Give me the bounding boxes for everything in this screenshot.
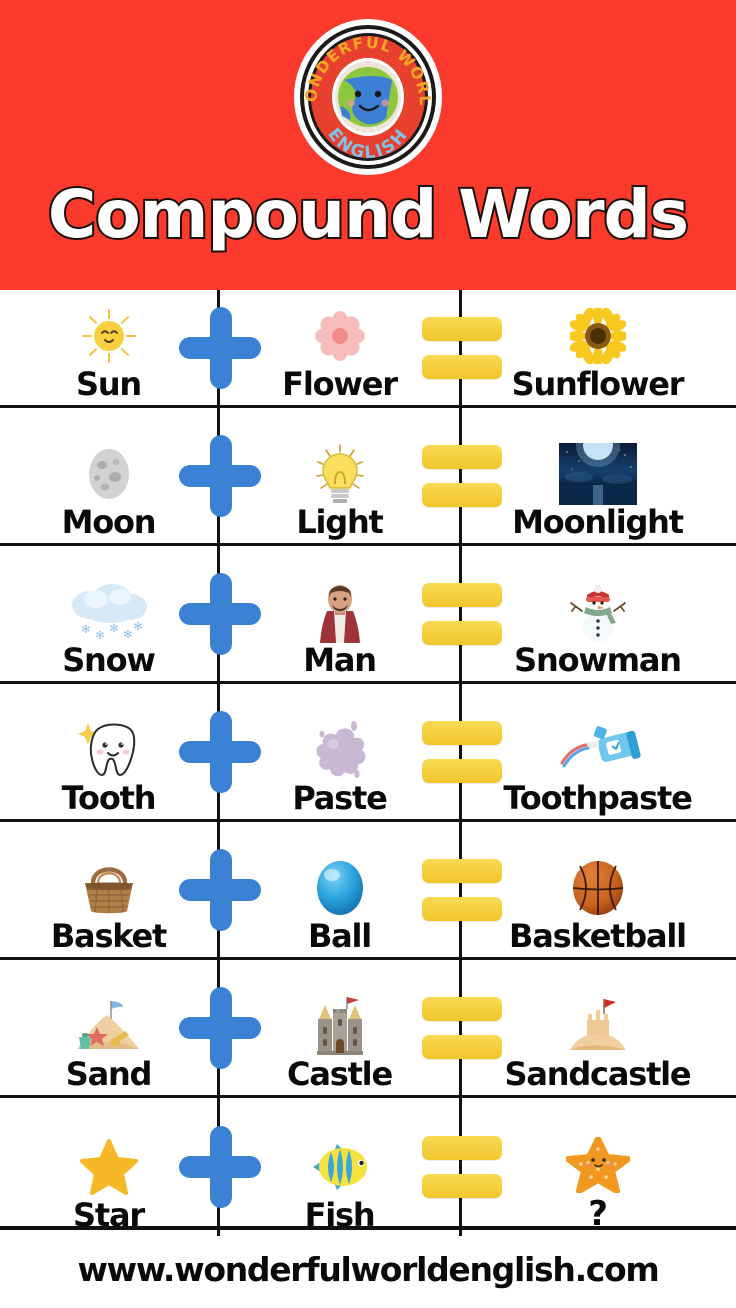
word-cell-c: Basketball	[462, 822, 733, 957]
snowman-icon	[568, 581, 628, 643]
word-label: Sun	[75, 365, 142, 404]
svg-text:✻: ✻	[123, 628, 132, 641]
word-label: Sandcastle	[504, 1055, 692, 1094]
equals-icon	[422, 996, 502, 1059]
table-row: Moon	[0, 408, 736, 546]
equals-icon	[422, 444, 502, 507]
svg-text:✻: ✻	[109, 622, 118, 635]
word-label: Fish	[304, 1196, 376, 1235]
equals-icon	[422, 316, 502, 379]
word-label: Ball	[307, 917, 372, 956]
table-row: Star Fish	[0, 1098, 736, 1236]
word-label: Man	[303, 641, 377, 680]
plus-icon	[179, 306, 261, 389]
table-row: Sun	[0, 290, 736, 408]
word-label: Star	[73, 1196, 145, 1235]
plus-icon	[179, 710, 261, 793]
word-label: Basket	[50, 917, 167, 956]
word-cell-c: Toothpaste	[462, 684, 733, 819]
flower-icon	[313, 305, 367, 367]
moonlight-photo-icon	[558, 443, 637, 506]
word-label: ?	[588, 1194, 608, 1235]
plus-icon	[179, 986, 261, 1069]
table-row: Sand	[0, 960, 736, 1098]
sunflower-icon	[569, 305, 626, 367]
svg-text:✻: ✻	[133, 620, 142, 633]
sand-pile-icon	[73, 995, 145, 1057]
basketball-icon	[570, 857, 626, 919]
word-label: Moonlight	[512, 503, 684, 542]
plus-icon	[179, 434, 261, 517]
castle-icon	[309, 995, 371, 1057]
word-cell-b: Fish	[220, 1098, 462, 1236]
blue-ball-icon	[313, 857, 367, 919]
table-row: Basket	[0, 822, 736, 960]
man-icon	[315, 581, 365, 644]
word-cell-b: Man	[220, 546, 462, 681]
tooth-icon	[77, 719, 140, 781]
word-label: Toothpaste	[503, 779, 692, 818]
equals-icon	[422, 858, 502, 921]
moon-icon	[83, 443, 135, 505]
paste-splat-icon	[309, 719, 371, 781]
word-cell-b: Ball	[220, 822, 462, 957]
toothpaste-tube-icon	[555, 719, 641, 781]
svg-text:✻: ✻	[95, 629, 104, 641]
lightbulb-icon	[314, 443, 366, 505]
word-cell-c: Sunflower	[462, 290, 733, 405]
table-row: ✻✻ ✻✻ ✻ Snow	[0, 546, 736, 684]
sandcastle-icon	[566, 995, 630, 1057]
word-cell-b: Castle	[220, 960, 462, 1095]
svg-text:✻: ✻	[81, 623, 90, 636]
website-url: www.wonderfulworldenglish.com	[77, 1249, 659, 1289]
table-row: Tooth Paste	[0, 684, 736, 822]
word-label: Light	[296, 503, 384, 542]
word-cell-b: Flower	[220, 290, 462, 405]
word-label: Flower	[282, 365, 398, 404]
word-cell-b: Paste	[220, 684, 462, 819]
word-label: Basketball	[509, 917, 687, 956]
footer: www.wonderfulworldenglish.com	[0, 1230, 736, 1308]
word-cell-c: Sandcastle	[462, 960, 733, 1095]
word-cell-c: Snowman	[462, 546, 733, 681]
word-label: Castle	[287, 1055, 393, 1094]
word-label: Sand	[65, 1055, 153, 1094]
word-label: Tooth	[61, 779, 157, 818]
word-label: Snow	[62, 641, 156, 680]
equals-icon	[422, 1136, 502, 1198]
basket-icon	[79, 857, 139, 919]
word-cell-a: Sand	[0, 960, 220, 1095]
star-icon	[79, 1136, 138, 1198]
plus-icon	[179, 1126, 261, 1208]
plus-icon	[179, 848, 261, 931]
word-cell-b: Light	[220, 408, 462, 543]
word-label: Snowman	[514, 641, 682, 680]
fish-icon	[309, 1136, 371, 1198]
word-cell-a: Basket	[0, 822, 220, 957]
plus-icon	[179, 572, 261, 655]
wonderful-world-english-logo: WONDERFUL WORLD ENGLISH	[292, 18, 444, 176]
word-cell-c: ?	[462, 1098, 733, 1236]
word-label: Sunflower	[511, 365, 685, 404]
equals-icon	[422, 720, 502, 783]
word-label: Paste	[292, 779, 387, 818]
starfish-icon	[565, 1134, 630, 1196]
sun-icon	[81, 305, 137, 367]
page-title: Compound Words	[46, 176, 691, 253]
header-banner: WONDERFUL WORLD ENGLISH Compound Words	[0, 0, 736, 290]
equals-icon	[422, 582, 502, 645]
word-cell-c: Moonlight	[462, 408, 733, 543]
snow-cloud-icon: ✻✻ ✻✻ ✻	[66, 581, 152, 643]
word-label: Moon	[61, 503, 157, 542]
compound-words-table: Sun	[0, 290, 736, 1236]
